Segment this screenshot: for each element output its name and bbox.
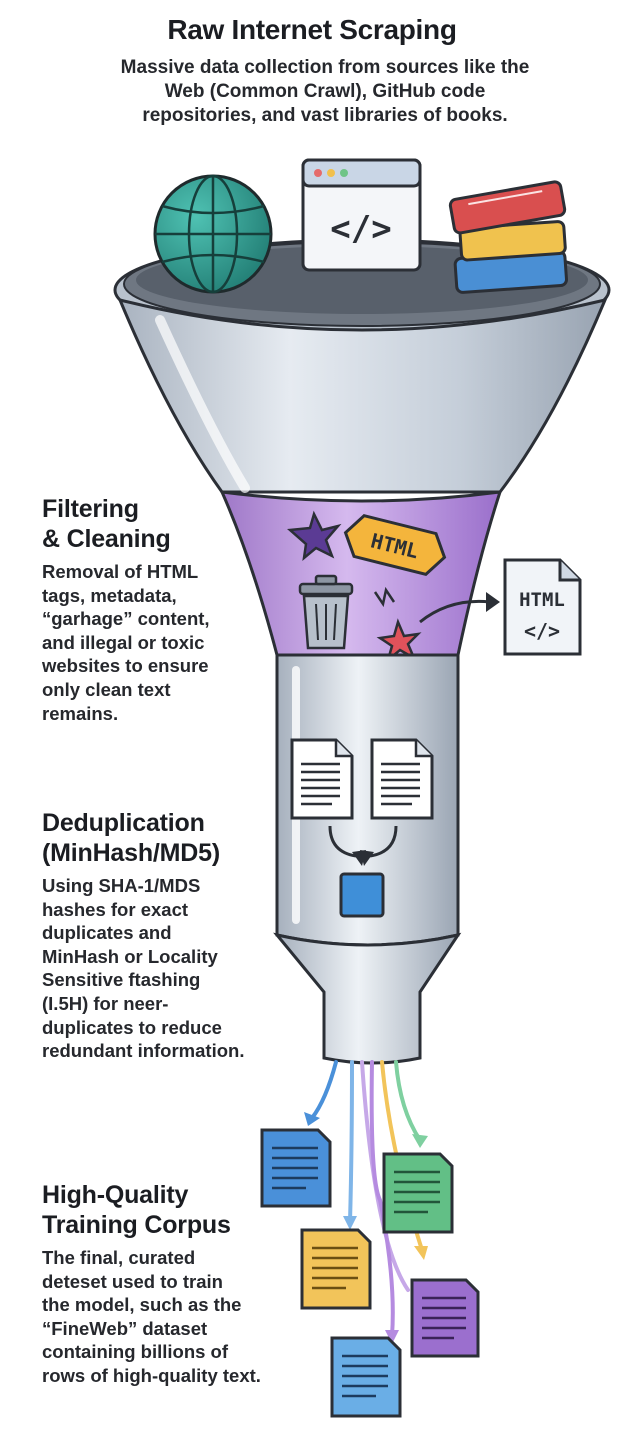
deduplication-section: Deduplication (MinHash/MD5) Using SHA-1/… (42, 808, 322, 1063)
star-icon (376, 618, 422, 664)
eject-arrow (419, 599, 491, 624)
globe-icon (153, 174, 273, 294)
html-file-label: HTML (519, 589, 565, 611)
trash-icon (298, 574, 354, 650)
corpus-document-yellow-icon (300, 1228, 372, 1310)
corpus-document-blue-icon (260, 1128, 332, 1208)
corpus-title-line-2: Training Corpus (42, 1211, 231, 1239)
corpus-section: High-Quality Training Corpus The final, … (42, 1180, 312, 1388)
corpus-title-line-1: High-Quality (42, 1181, 189, 1209)
corpus-document-lightblue-icon (330, 1336, 402, 1418)
document-duplicate-icon (370, 738, 434, 820)
html-tag-icon: HTML (343, 514, 447, 576)
html-file-symbol: </> (524, 619, 560, 643)
deduplicated-block-icon (339, 872, 385, 918)
corpus-document-purple-icon (410, 1278, 480, 1358)
corpus-document-green-icon (382, 1152, 454, 1234)
html-file-icon: HTML </> (503, 558, 582, 656)
funnel-spout (273, 932, 462, 1065)
squiggle-icon (373, 586, 396, 608)
merge-arrows-icon (328, 825, 398, 866)
filtering-title-line-1: Filtering (42, 495, 139, 523)
document-icon (290, 738, 354, 820)
funnel-cone (117, 297, 608, 494)
code-symbol: </> (330, 209, 391, 249)
filtering-description: Removal of HTML tags, metadata, “garhage… (42, 561, 210, 724)
broken-shape-icon (287, 510, 342, 562)
diagram-title: Raw Internet Scraping (167, 14, 457, 45)
books-icon (448, 180, 568, 294)
stream-arrowheads (304, 1112, 428, 1344)
code-window-icon: </> (301, 158, 422, 272)
filtering-section: Filtering & Cleaning Removal of HTML tag… (42, 494, 292, 725)
deduplication-description: Using SHA-1/MDS hashes for exact duplica… (42, 875, 245, 1062)
deduplication-title-line-1: Deduplication (42, 809, 205, 837)
deduplication-title-line-2: (MinHash/MD5) (42, 839, 220, 867)
corpus-description: The final, curated deteset used to train… (42, 1247, 261, 1386)
source-description: Massive data collection from sources lik… (120, 57, 530, 126)
filtering-title-line-2: & Cleaning (42, 525, 171, 553)
